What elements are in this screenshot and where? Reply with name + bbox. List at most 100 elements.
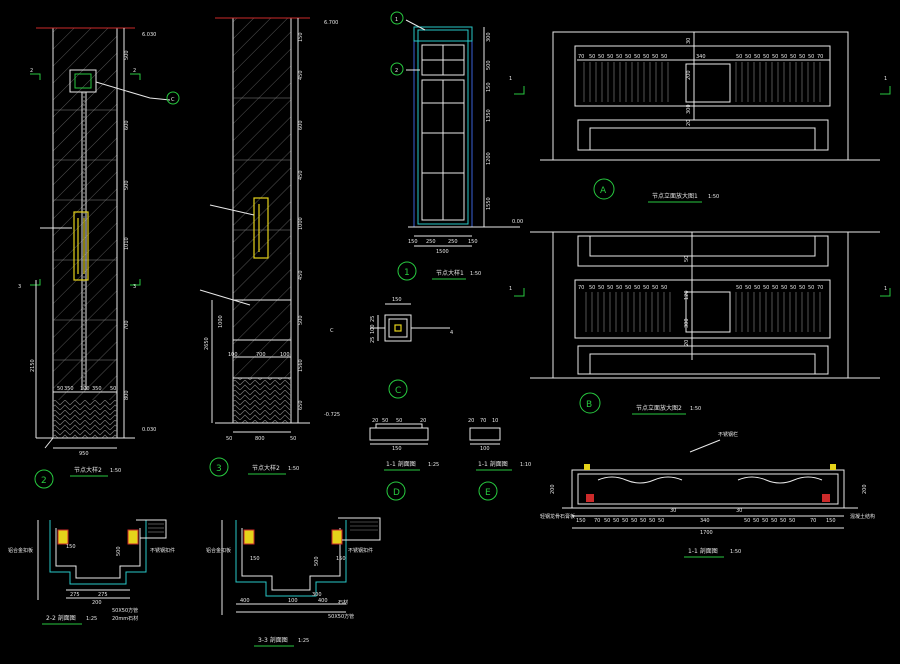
- svg-text:50: 50: [763, 285, 769, 291]
- drawing-scale: 1:50: [730, 549, 741, 555]
- svg-text:200: 200: [686, 70, 692, 80]
- svg-text:150: 150: [486, 82, 492, 92]
- elevation-2: [30, 27, 171, 449]
- svg-text:50: 50: [589, 285, 595, 291]
- svg-text:275: 275: [70, 592, 80, 598]
- svg-text:C: C: [171, 97, 175, 103]
- dim-label: 100: [80, 386, 90, 392]
- grille-bars: [583, 62, 821, 102]
- svg-text:50: 50: [790, 54, 796, 60]
- svg-text:E: E: [485, 488, 491, 498]
- drawing-title: 节点大样2: [252, 464, 280, 472]
- channel-profile: [235, 520, 347, 597]
- svg-text:70: 70: [578, 285, 584, 291]
- svg-text:150: 150: [336, 556, 346, 562]
- svg-text:50: 50: [736, 54, 742, 60]
- svg-text:不锈钢扣件: 不锈钢扣件: [348, 547, 373, 554]
- svg-text:A: A: [600, 186, 607, 196]
- drawing-title: 1-1 剖面图: [386, 460, 416, 468]
- svg-text:50: 50: [799, 54, 805, 60]
- svg-text:50: 50: [762, 518, 768, 524]
- section-mark: 3: [18, 284, 21, 290]
- dim-label: 50: [57, 386, 63, 392]
- svg-text:30: 30: [670, 508, 676, 514]
- svg-text:450: 450: [298, 170, 304, 180]
- svg-text:200: 200: [550, 484, 556, 494]
- svg-text:2: 2: [41, 476, 47, 486]
- drawing-scale: 1:10: [520, 462, 531, 468]
- svg-text:120: 120: [684, 290, 690, 300]
- elevation-mark-top: 6.700: [324, 20, 338, 26]
- svg-text:200: 200: [862, 484, 868, 494]
- svg-text:50: 50: [598, 285, 604, 291]
- plan-a: [540, 31, 880, 161]
- svg-text:50: 50: [607, 285, 613, 291]
- svg-text:50X50方管: 50X50方管: [328, 613, 354, 620]
- svg-text:1: 1: [509, 286, 512, 292]
- svg-text:50: 50: [799, 285, 805, 291]
- svg-text:400: 400: [318, 598, 328, 604]
- dim-label: 500: [124, 180, 130, 190]
- elevation-mark-top: 6.030: [142, 32, 156, 38]
- svg-text:500: 500: [314, 556, 320, 566]
- svg-text:1000: 1000: [218, 315, 224, 328]
- svg-text:1550: 1550: [486, 197, 492, 210]
- svg-text:50: 50: [598, 54, 604, 60]
- callout-circle-b: [579, 392, 601, 414]
- plinth-hatch: [53, 400, 117, 438]
- svg-text:50: 50: [754, 54, 760, 60]
- svg-text:340: 340: [696, 54, 706, 60]
- plan-a-texts: 70 50 50 50 50 50 50 50 50 50 340 50 50 …: [509, 38, 891, 203]
- svg-text:100: 100: [228, 352, 238, 358]
- callout-circle-c: [166, 91, 180, 105]
- svg-text:50: 50: [744, 518, 750, 524]
- svg-text:B: B: [586, 400, 592, 410]
- wall-lamp-icon: [73, 211, 89, 281]
- svg-text:150: 150: [298, 32, 304, 42]
- svg-text:不锈钢扣件: 不锈钢扣件: [150, 547, 175, 554]
- svg-text:25: 25: [370, 316, 376, 322]
- drawing-title: 2-2 剖面图: [46, 614, 76, 622]
- section-1-1: [562, 439, 858, 529]
- svg-text:1: 1: [404, 268, 410, 278]
- svg-text:50: 50: [790, 285, 796, 291]
- svg-text:50: 50: [771, 518, 777, 524]
- dim-label: 950: [79, 451, 89, 457]
- svg-text:1350: 1350: [486, 109, 492, 122]
- svg-text:20: 20: [372, 418, 378, 424]
- callout-circle-d: [386, 481, 406, 501]
- plan-b: [530, 231, 880, 379]
- svg-text:50: 50: [634, 54, 640, 60]
- section-mark: 3: [133, 284, 136, 290]
- dim-label: 700: [124, 320, 130, 330]
- svg-text:1: 1: [884, 76, 887, 82]
- drawing-title: 节点立面放大图2: [636, 404, 682, 412]
- elevation-2-texts: 6.030 0.030 2 2 3 3 500 600 500 1010 700…: [18, 32, 180, 489]
- svg-text:1000: 1000: [298, 217, 304, 230]
- svg-text:50: 50: [808, 285, 814, 291]
- svg-text:1: 1: [884, 286, 887, 292]
- svg-text:50: 50: [736, 285, 742, 291]
- detail-d: 20 50 50 150 20 1-1 剖面图 1:25 D: [369, 418, 439, 501]
- svg-text:50: 50: [649, 518, 655, 524]
- svg-text:250: 250: [448, 239, 458, 245]
- svg-text:25: 25: [370, 337, 376, 343]
- elevation-3: [199, 17, 310, 433]
- svg-text:50: 50: [661, 54, 667, 60]
- elevation-1-texts: 1 2 300 500 150 1350 1200 1550 0.00 150 …: [390, 11, 523, 281]
- drawing-title: 节点大样1: [436, 269, 464, 277]
- svg-text:150: 150: [392, 297, 402, 303]
- svg-text:1: 1: [395, 17, 398, 23]
- dim-label: 1010: [124, 237, 130, 250]
- svg-text:0.00: 0.00: [512, 219, 523, 225]
- svg-text:50: 50: [652, 285, 658, 291]
- section-mark: 2: [30, 68, 33, 74]
- svg-text:30: 30: [686, 38, 692, 44]
- callout-circle-1: [397, 261, 417, 281]
- callout-circle-2: [34, 469, 54, 489]
- svg-text:50: 50: [589, 54, 595, 60]
- svg-text:50: 50: [382, 418, 388, 424]
- section-3-3-texts: 400 100 400 150 500 150 300 铝合金扣板 不锈钢扣件 …: [206, 547, 373, 647]
- grille-bars: [585, 292, 821, 332]
- svg-text:50: 50: [745, 285, 751, 291]
